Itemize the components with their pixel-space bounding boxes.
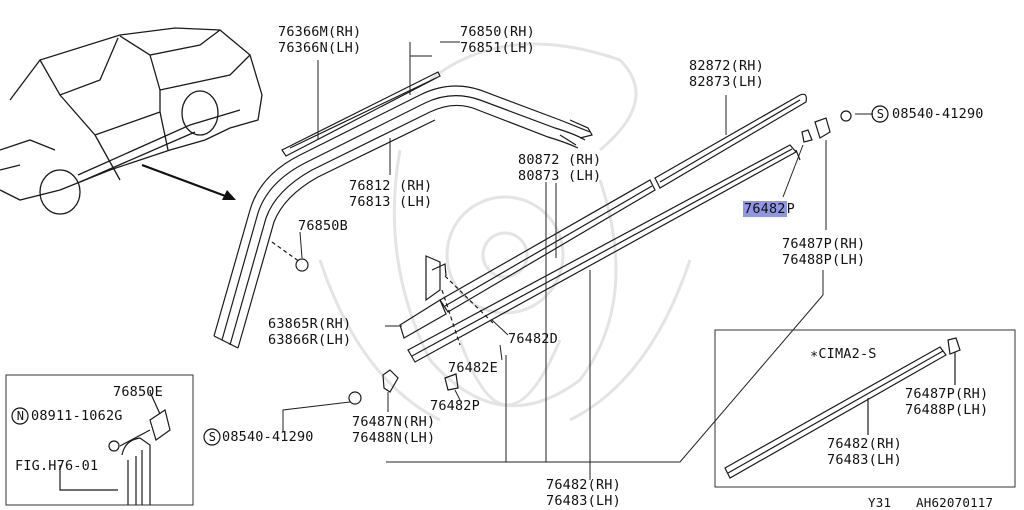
label-82873-lh[interactable]: 82873(LH) xyxy=(689,74,764,90)
label-08540-top[interactable]: 08540-41290 xyxy=(892,106,984,122)
direction-arrow xyxy=(141,163,236,200)
label-cima2-s: ∗CIMA2-S xyxy=(810,346,877,362)
n-symbol: N xyxy=(16,409,25,423)
footer-model: Y31 xyxy=(868,495,892,510)
label-fig-h76-01[interactable]: FIG.H76-01 xyxy=(15,458,99,474)
clips-and-screws xyxy=(348,110,852,405)
label-08540-low[interactable]: 08540-41290 xyxy=(222,429,314,445)
label-76488n-lh[interactable]: 76488N(LH) xyxy=(352,430,436,446)
circle-symbols xyxy=(11,105,889,446)
label-76366-lh[interactable]: 76366N(LH) xyxy=(278,40,362,56)
drip-trim-76366 xyxy=(281,71,441,157)
s-symbol: S xyxy=(208,430,217,444)
highlight-mark: 76482 xyxy=(743,201,787,217)
label-76482e[interactable]: 76482E xyxy=(448,360,498,376)
label-76487p-rh[interactable]: 76487P(RH) xyxy=(782,236,866,252)
label-76850-rh[interactable]: 76850(RH) xyxy=(460,24,535,40)
label-76482-rh[interactable]: 76482(RH) xyxy=(546,477,621,493)
label-08911[interactable]: 08911-1062G xyxy=(31,408,123,424)
label-inset-76488p-lh[interactable]: 76488P(LH) xyxy=(905,402,989,418)
label-80872-rh[interactable]: 80872 (RH) xyxy=(518,152,602,168)
highlight-suffix: P xyxy=(786,201,795,217)
label-inset-76482-rh[interactable]: 76482(RH) xyxy=(827,436,902,452)
label-76812-rh[interactable]: 76812 (RH) xyxy=(349,178,433,194)
roof-drip-molding xyxy=(213,85,593,349)
label-76488p-lh[interactable]: 76488P(LH) xyxy=(782,252,866,268)
inset-fig-h76 xyxy=(5,374,194,506)
label-76850e[interactable]: 76850E xyxy=(113,384,163,400)
label-76366-rh[interactable]: 76366M(RH) xyxy=(278,24,362,40)
label-76482p-highlighted[interactable]: 76482P xyxy=(743,201,795,217)
label-inset-76483-lh[interactable]: 76483(LH) xyxy=(827,452,902,468)
inset-cima xyxy=(714,329,1016,488)
label-76482d[interactable]: 76482D xyxy=(508,331,558,347)
label-63865r-rh[interactable]: 63865R(RH) xyxy=(268,316,352,332)
sill-molding xyxy=(407,144,801,363)
label-76813-lh[interactable]: 76813 (LH) xyxy=(349,194,433,210)
label-80873-lh[interactable]: 80873 (LH) xyxy=(518,168,602,184)
label-76851-lh[interactable]: 76851(LH) xyxy=(460,40,535,56)
label-76482p-low[interactable]: 76482P xyxy=(430,398,480,414)
label-inset-76487p-rh[interactable]: 76487P(RH) xyxy=(905,386,989,402)
car-illustration xyxy=(0,27,263,215)
watermark-emblem xyxy=(318,42,692,422)
leader-lines xyxy=(282,41,873,480)
beltline-molding-upper xyxy=(399,93,807,339)
footer-code: AH62070117 xyxy=(916,495,994,510)
label-76850b[interactable]: 76850B xyxy=(298,218,348,234)
label-76483-lh[interactable]: 76483(LH) xyxy=(546,493,621,509)
s-symbol: S xyxy=(876,107,885,121)
label-63866r-lh[interactable]: 63866R(LH) xyxy=(268,332,352,348)
label-82872-rh[interactable]: 82872(RH) xyxy=(689,58,764,74)
label-76487n-rh[interactable]: 76487N(RH) xyxy=(352,414,436,430)
